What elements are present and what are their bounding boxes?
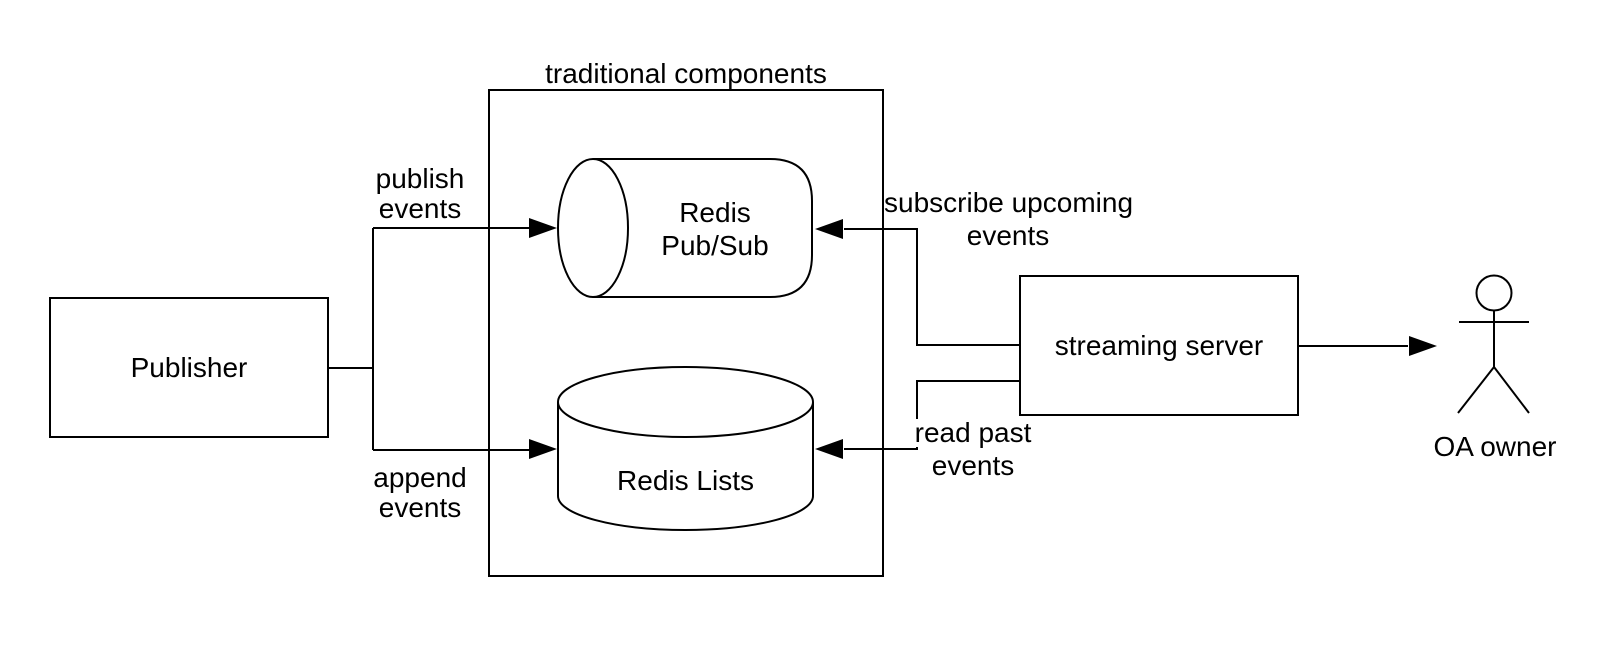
redis-pubsub-label: Redis Pub/Sub <box>593 196 837 262</box>
stick-figure-legs <box>1457 366 1530 414</box>
oa-owner-label: OA owner <box>1433 431 1557 462</box>
read-events-arrowhead <box>815 439 843 459</box>
read-past-events-label-line2: events <box>912 452 1034 480</box>
publish-events-arrowhead <box>529 218 557 238</box>
redis-pubsub-label-line2: Pub/Sub <box>661 230 769 261</box>
traditional-components-label: traditional components <box>545 58 827 89</box>
publish-events-label-line1: publish <box>375 163 465 194</box>
oa-owner-figure <box>1457 274 1530 414</box>
subscribe-upcoming-events-label-line1: subscribe upcoming <box>884 187 1134 218</box>
read-past-events-label-line1: read past <box>912 419 1034 447</box>
publisher-label: Publisher <box>130 351 248 383</box>
subscribe-upcoming-events-label: subscribe upcoming events <box>884 186 1134 252</box>
streaming-server-box <box>1019 275 1299 416</box>
stick-figure-head <box>1475 274 1513 312</box>
streaming-server-label: streaming server <box>1054 329 1264 361</box>
publish-events-label: publish events <box>350 164 490 224</box>
append-events-label-line1: append <box>373 462 467 493</box>
redis-lists-cylinder-cap <box>557 366 814 438</box>
append-events-arrowhead <box>529 439 557 459</box>
publish-events-label-line2: events <box>378 193 462 224</box>
redis-pubsub-label-line1: Redis <box>679 197 751 228</box>
redis-pubsub-cylinder-body <box>593 158 813 298</box>
redis-lists-label: Redis Lists <box>617 465 754 496</box>
subscribe-events-line <box>844 228 1020 346</box>
redis-lists-cylinder-body <box>557 402 814 531</box>
subscribe-events-arrowhead <box>815 219 843 239</box>
streaming-to-owner-arrowhead <box>1409 336 1437 356</box>
subscribe-upcoming-events-label-line2: events <box>966 220 1050 251</box>
redis-pubsub-cylinder-cap <box>557 158 629 298</box>
read-events-line <box>844 380 1020 450</box>
append-events-label-line2: events <box>378 492 462 523</box>
append-events-label: append events <box>350 463 490 523</box>
publisher-box <box>49 297 329 438</box>
